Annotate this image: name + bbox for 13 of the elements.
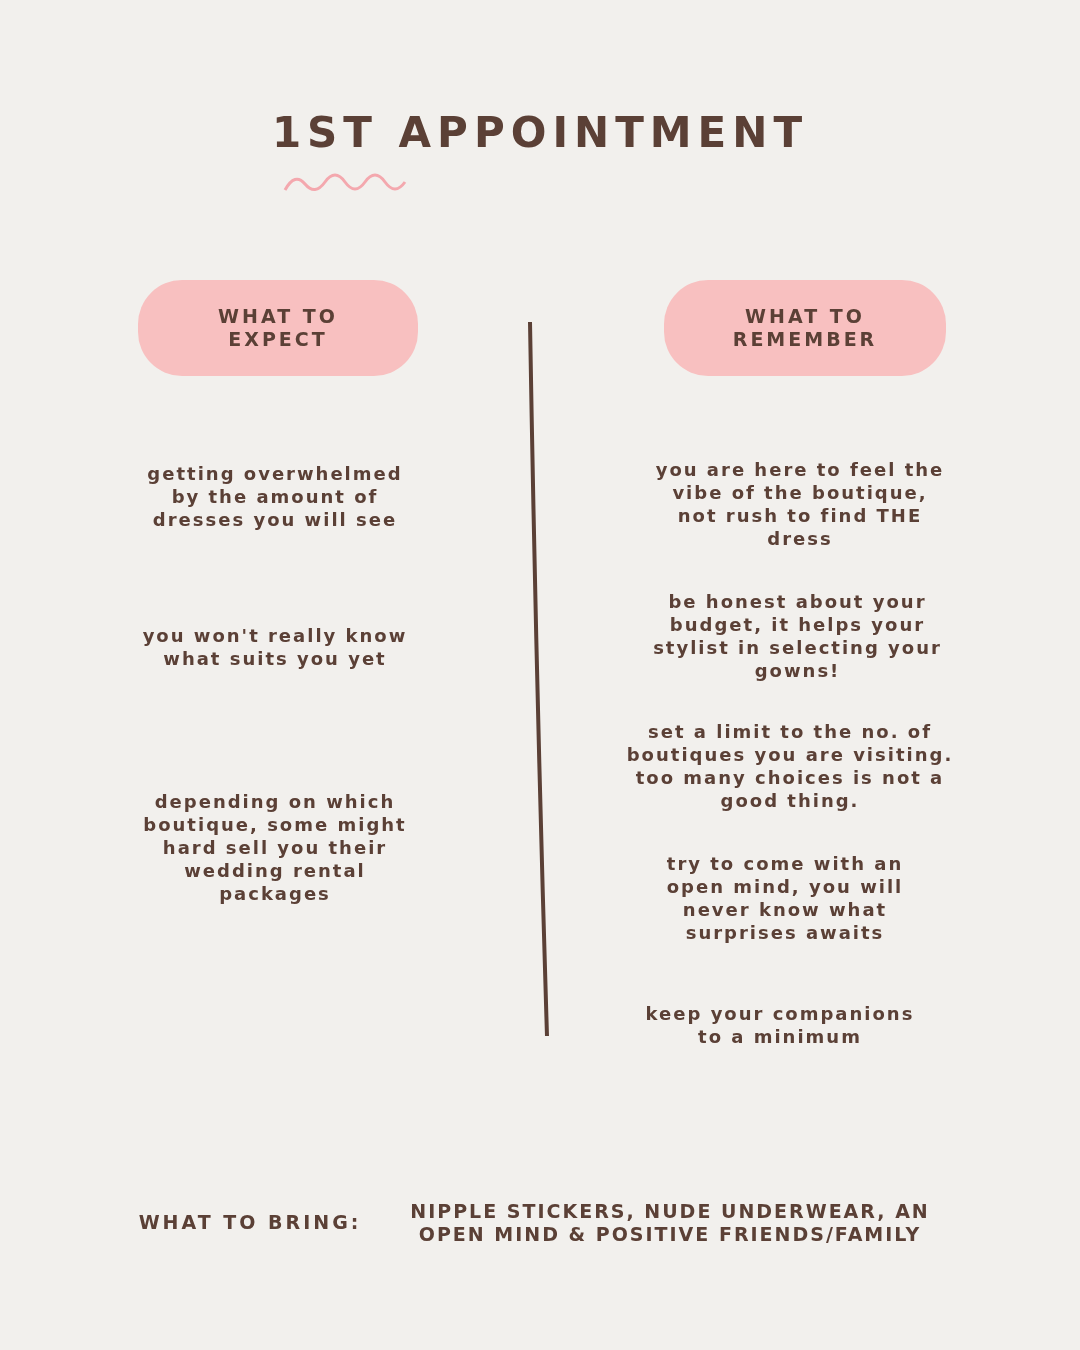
note-text: keep your companions to a minimum xyxy=(644,1002,916,1048)
note-text: try to come with an open mind, you will never know what surprises awaits xyxy=(665,852,905,944)
note-text: you are here to feel the vibe of the boutique, not rush to find THE dress xyxy=(655,458,945,550)
heading-pill: WHAT TO EXPECT xyxy=(138,280,418,376)
title: 1ST APPOINTMENT xyxy=(270,108,810,157)
section-label: WHAT TO BRING: xyxy=(137,1211,363,1234)
note-text: set a limit to the no. of boutiques you are visiting. too many choices is not a good thing. xyxy=(625,720,955,812)
note-text: be honest about your budget, it helps your stylist in selecting your gowns! xyxy=(652,590,943,682)
note-text: you won't really know what suits you yet xyxy=(141,624,409,670)
heading-pill: WHAT TO REMEMBER xyxy=(664,280,946,376)
note-text: NIPPLE STICKERS, NUDE UNDERWEAR, AN OPEN MIND & POSITIVE FRIENDS/FAMILY xyxy=(409,1200,931,1246)
note-text: depending on which boutique, some might hard sell you their wedding rental packages xyxy=(142,790,408,905)
note-text: getting overwhelmed by the amount of dresses you will see xyxy=(146,462,404,531)
